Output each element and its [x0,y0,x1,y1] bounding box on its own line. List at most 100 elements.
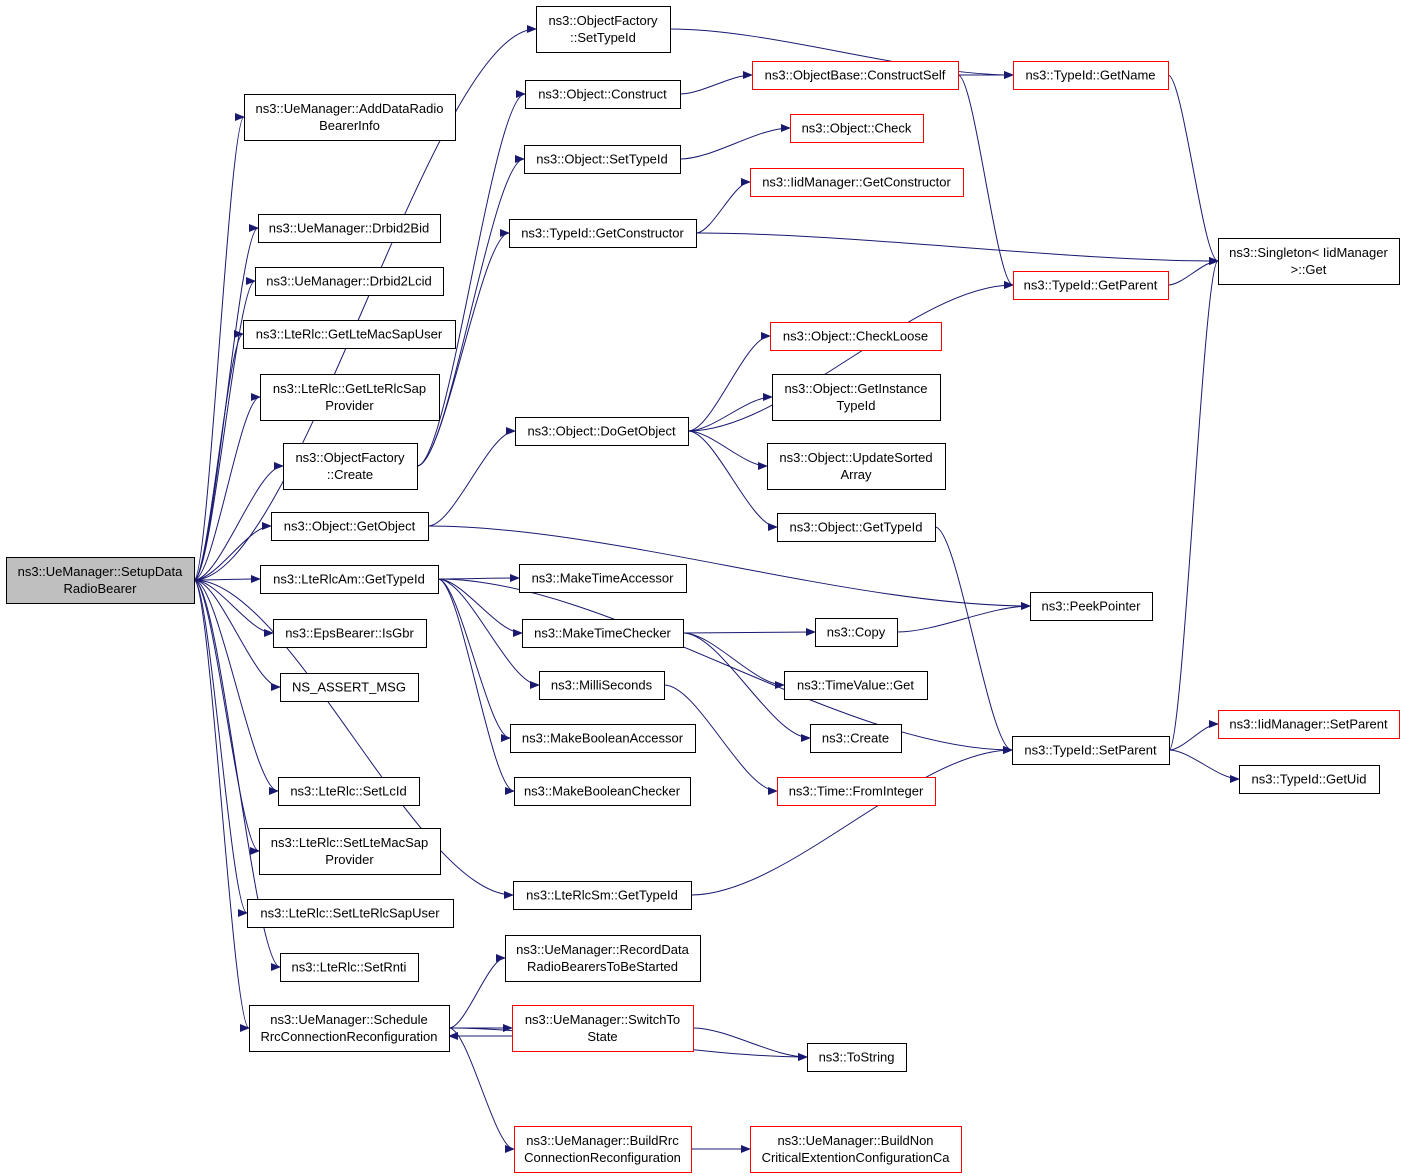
edge-tid_setparent-to-singleton_get [1168,257,1219,751]
node-label-line: ns3::Object::Check [802,121,912,136]
node-label-line: ns3::Singleton< IidManager [1229,245,1388,260]
node-rlcsm_gettypeid[interactable]: ns3::LteRlcSm::GetTypeId [513,881,692,910]
edge-tid_setparent-to-iid_setparent [1168,720,1219,751]
node-milliseconds[interactable]: ns3::MilliSeconds [539,671,665,700]
node-timevalue_get[interactable]: ns3::TimeValue::Get [784,671,928,700]
edge-obj_gettypeid-to-tid_setparent [934,526,1013,754]
node-label-line: ns3::Object::Construct [538,87,667,102]
node-box [513,881,692,910]
node-obj_gettypeid[interactable]: ns3::Object::GetTypeId [777,513,936,542]
node-label-line: ns3::Object::SetTypeId [536,152,668,167]
node-copy[interactable]: ns3::Copy [815,618,898,647]
node-box [1239,765,1380,794]
node-rlc_setlterlcsapuser[interactable]: ns3::LteRlc::SetLteRlcSapUser [247,899,454,928]
node-tid_getuid[interactable]: ns3::TypeId::GetUid [1239,765,1380,794]
node-label-line: ns3::TypeId::GetUid [1252,772,1367,787]
node-create[interactable]: ns3::Create [810,724,902,753]
node-label-line: RadioBearersToBeStarted [527,959,678,974]
edge-root-to-ue_schedulerrcconnreconf [193,579,250,1032]
node-label-line: ns3::LteRlc::SetLteRlcSapUser [260,906,440,921]
edge-milliseconds-to-time_frominteger [663,684,778,795]
node-epsbearer_isgbr[interactable]: ns3::EpsBearer::IsGbr [273,619,427,648]
node-maketimeaccessor[interactable]: ns3::MakeTimeAccessor [519,564,687,593]
node-box [247,899,454,928]
node-of_create[interactable]: ns3::ObjectFactory::Create [283,443,418,490]
node-ue_buildnoncriticalext[interactable]: ns3::UeManager::BuildNonCriticalExtentio… [750,1126,962,1173]
edge-obj_construct-to-ob_constructself [679,71,753,95]
node-ue_recorddrbtobestarted[interactable]: ns3::UeManager::RecordDataRadioBearersTo… [505,935,701,982]
node-label-line: ns3::Object::DoGetObject [527,424,676,439]
node-obj_dogetobject[interactable]: ns3::Object::DoGetObject [515,417,689,446]
edge-root-to-ue_drbid2lcid [193,277,256,581]
node-makebooleanaccessor[interactable]: ns3::MakeBooleanAccessor [510,724,696,753]
node-box [258,214,441,243]
node-ue_schedulerrcconnreconf[interactable]: ns3::UeManager::ScheduleRrcConnectionRec… [249,1005,450,1052]
node-time_frominteger[interactable]: ns3::Time::FromInteger [777,777,936,806]
edge-rlcam_gettypeid-to-makebooleanaccessor [437,578,511,742]
edge-root-to-epsbearer_isgbr [193,579,274,637]
node-box [1013,61,1169,90]
node-box [522,619,684,648]
node-box [750,168,964,197]
node-rlc_setlcid[interactable]: ns3::LteRlc::SetLcId [278,777,420,806]
node-label-line: TypeId [836,398,875,413]
edge-tid_getname-to-singleton_get [1167,74,1219,265]
node-box [280,953,419,982]
node-obj_settypeid[interactable]: ns3::Object::SetTypeId [524,145,681,174]
edge-ue_schedulerrcconnreconf-to-ue_buildrrcconnreconf [448,1027,515,1153]
node-ns_assert_msg[interactable]: NS_ASSERT_MSG [280,673,419,702]
node-makebooleanchecker[interactable]: ns3::MakeBooleanChecker [514,777,691,806]
node-tid_getname[interactable]: ns3::TypeId::GetName [1013,61,1169,90]
node-of_settypeid[interactable]: ns3::ObjectFactory::SetTypeId [536,6,671,53]
node-ue_drbid2lcid[interactable]: ns3::UeManager::Drbid2Lcid [255,267,444,296]
edge-root-to-rlc_getlterlcsapprovider [193,393,261,581]
node-singleton_get[interactable]: ns3::Singleton< IidManager>::Get [1218,238,1400,285]
node-iid_setparent[interactable]: ns3::IidManager::SetParent [1218,710,1400,739]
node-maketimechecker[interactable]: ns3::MakeTimeChecker [522,619,684,648]
node-label-line: ns3::UeManager::BuildNon [777,1133,933,1148]
node-obj_check[interactable]: ns3::Object::Check [790,114,924,143]
node-ob_constructself[interactable]: ns3::ObjectBase::ConstructSelf [752,61,959,90]
node-label-line: ns3::UeManager::Schedule [270,1012,428,1027]
edge-rlcam_gettypeid-to-makebooleanchecker [437,578,515,795]
edge-root-to-rlc_setrnti [193,579,281,971]
node-iid_getconstructor[interactable]: ns3::IidManager::GetConstructor [750,168,964,197]
node-tostring[interactable]: ns3::ToString [807,1043,907,1072]
node-tid_setparent[interactable]: ns3::TypeId::SetParent [1012,736,1170,765]
node-rlcam_gettypeid[interactable]: ns3::LteRlcAm::GetTypeId [260,565,439,594]
edge-tid_setparent-to-tid_getuid [1168,749,1240,783]
node-box [1030,592,1153,621]
node-box [807,1043,907,1072]
node-tid_getparent[interactable]: ns3::TypeId::GetParent [1013,271,1169,300]
node-box [255,267,444,296]
node-tid_getconstructor[interactable]: ns3::TypeId::GetConstructor [509,219,697,248]
node-label-line: ns3::UeManager::Drbid2Bid [269,221,429,236]
node-peekpointer[interactable]: ns3::PeekPointer [1030,592,1153,621]
node-box [772,374,941,421]
node-rlc_setrnti[interactable]: ns3::LteRlc::SetRnti [280,953,419,982]
node-label-line: NS_ASSERT_MSG [292,680,406,695]
node-box [6,557,195,604]
node-rlc_getltemacsapuser[interactable]: ns3::LteRlc::GetLteMacSapUser [243,320,456,349]
node-box [1218,710,1400,739]
node-ue_buildrrcconnreconf[interactable]: ns3::UeManager::BuildRrcConnectionReconf… [514,1126,692,1173]
edge-ue_switchtostate-to-tostring [692,1027,808,1061]
node-obj_construct[interactable]: ns3::Object::Construct [525,80,681,109]
node-label-line: ns3::UeManager::SetupData [18,564,184,579]
edge-maketimechecker-to-copy [682,628,816,637]
node-obj_getobject[interactable]: ns3::Object::GetObject [271,512,429,541]
node-obj_checkloose[interactable]: ns3::Object::CheckLoose [770,322,942,351]
node-box [510,724,696,753]
node-box [512,1005,694,1052]
node-label-line: ns3::PeekPointer [1041,599,1141,614]
node-ue_drbid2bid[interactable]: ns3::UeManager::Drbid2Bid [258,214,441,243]
edge-obj_dogetobject-to-obj_checkloose [687,332,771,432]
node-label-line: ns3::LteRlcAm::GetTypeId [273,572,425,587]
